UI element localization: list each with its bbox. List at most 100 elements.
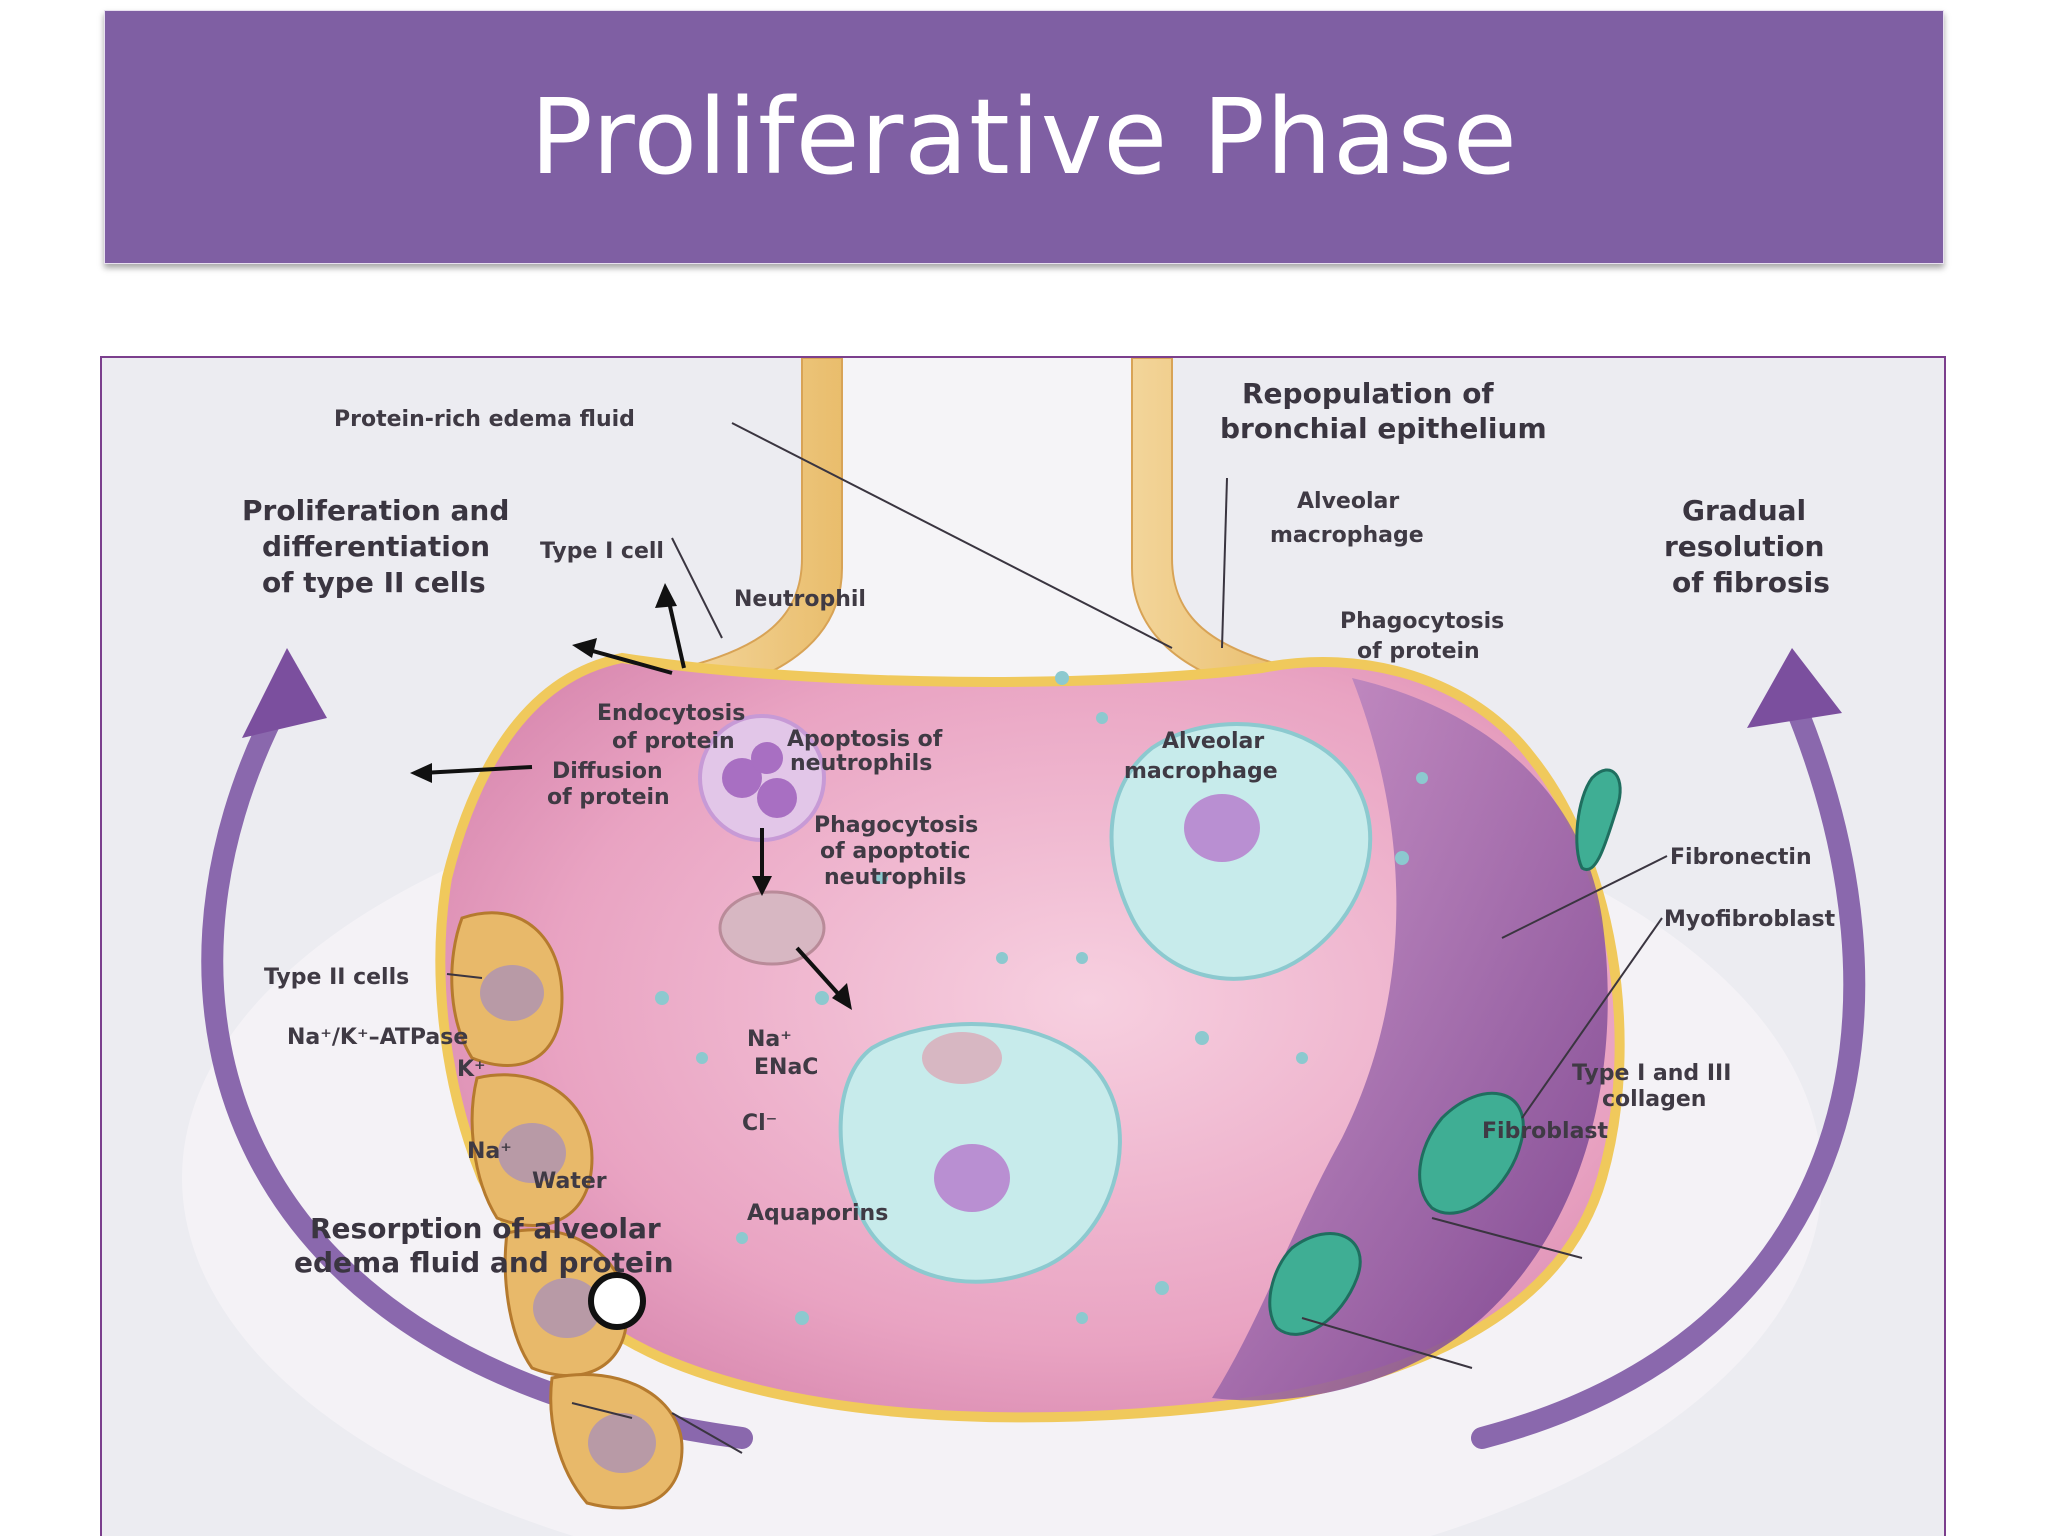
label-diffusion-1: Diffusion [552, 759, 663, 784]
label-type1-cell: Type I cell [540, 539, 664, 564]
macrophage-nucleus [1184, 794, 1260, 862]
protein-particles [655, 671, 1428, 1325]
label-gradual-3: of fibrosis [1672, 566, 1830, 599]
label-repopulation-2: bronchial epithelium [1220, 412, 1547, 445]
label-proliferation-2: differentiation [262, 530, 490, 563]
label-na-plus-low: Na⁺ [467, 1139, 512, 1164]
label-na-plus: Na⁺ [747, 1027, 792, 1052]
right-cycle-arrow-shaft [1471, 687, 1866, 1449]
label-proliferation-3: of type II cells [262, 566, 486, 599]
label-diffusion-2: of protein [547, 785, 670, 810]
label-proliferation-1: Proliferation and [242, 494, 509, 527]
macrophage-nucleus [934, 1144, 1010, 1212]
neutrophil-nucleus-lobe [751, 742, 783, 774]
protein-dot [1155, 1281, 1169, 1295]
protein-dot [996, 952, 1008, 964]
leader-fibronectin [1501, 855, 1668, 939]
fibroblast-cell [1268, 1232, 1362, 1336]
label-apoptosis-2: neutrophils [790, 751, 932, 776]
label-apoptosis-1: Apoptosis of [787, 727, 943, 752]
endocytosis-arrowhead-2 [655, 583, 677, 608]
label-type1-3-collagen-2: collagen [1602, 1087, 1706, 1112]
label-repopulation-1: Repopulation of [1242, 377, 1494, 410]
endocytosis-arrow [581, 646, 673, 675]
protein-dot [655, 991, 669, 1005]
label-na-k-atpase: Na⁺/K⁺–ATPase [287, 1025, 468, 1050]
right-cycle-arrowhead [1747, 648, 1842, 728]
diffusion-arrowhead [410, 763, 432, 783]
phagocytosis-arrowhead [832, 983, 852, 1010]
label-fibroblast: Fibroblast [1482, 1119, 1609, 1144]
title-banner: Proliferative Phase [104, 10, 1944, 264]
leader-water [571, 1402, 633, 1419]
label-endocytosis-1: Endocytosis [597, 701, 745, 726]
diffusion-arrow [421, 765, 533, 775]
label-alveolar-macrophage-top-2: macrophage [1270, 523, 1424, 548]
label-gradual-1: Gradual [1682, 494, 1806, 527]
label-phago-apoptotic-3: neutrophils [824, 865, 966, 890]
type-ii-cells [450, 911, 684, 1510]
neutrophil-nucleus-lobe [722, 758, 762, 798]
label-protein-rich-edema: Protein-rich edema fluid [334, 407, 635, 432]
label-phago-protein-2: of protein [1357, 639, 1480, 664]
leader-fibroblast [1301, 1317, 1473, 1369]
protein-dot [876, 872, 888, 884]
apoptosis-arrowhead [752, 876, 772, 896]
left-cycle-arrow-shaft [201, 687, 753, 1449]
protein-dot [1076, 1312, 1088, 1324]
label-fibronectin: Fibronectin [1670, 845, 1812, 870]
label-resorption-2: edema fluid and protein [294, 1246, 674, 1279]
neutrophil-nucleus-lobe [757, 778, 797, 818]
cell-nucleus [480, 965, 544, 1021]
leader-type1-cell [671, 537, 723, 639]
protein-dot [736, 1232, 748, 1244]
apoptotic-neutrophil [718, 890, 826, 966]
protein-dot [1296, 1052, 1308, 1064]
label-type1-3-collagen-1: Type I and III [1572, 1061, 1731, 1086]
left-cycle-arrowhead [242, 648, 327, 738]
label-phago-apoptotic-1: Phagocytosis [814, 813, 978, 838]
protein-dot [1395, 851, 1409, 865]
label-neutrophil: Neutrophil [734, 587, 866, 612]
label-cl-minus: Cl⁻ [742, 1111, 777, 1136]
label-myofibroblast: Myofibroblast [1664, 907, 1836, 932]
endocytosis-arrowhead [572, 638, 597, 658]
leader-type2-cells [446, 973, 483, 979]
leader-edema-fluid [731, 422, 1173, 649]
cell-nucleus [588, 1413, 656, 1473]
label-alveolar-macrophage-mid-2: macrophage [1124, 759, 1278, 784]
protein-dot [1096, 712, 1108, 724]
protein-dot [696, 1052, 708, 1064]
leader-alveolar-macrophage-top [1221, 477, 1228, 649]
label-water: Water [532, 1169, 607, 1194]
na-k-atpase-pump [588, 1272, 646, 1330]
label-alveolar-macrophage-top-1: Alveolar [1297, 489, 1399, 514]
label-aquaporins: Aquaporins [747, 1201, 888, 1226]
protein-dot [795, 1311, 809, 1325]
phagocytosis-arrow [795, 946, 844, 1000]
label-gradual-2: resolution [1664, 530, 1824, 563]
label-phago-apoptotic-2: of apoptotic [820, 839, 971, 864]
fibrotic-interstitium [1212, 678, 1608, 1401]
protein-dot [1076, 952, 1088, 964]
leader-myofibroblast [1521, 917, 1663, 1119]
label-k-plus: K⁺ [457, 1057, 486, 1082]
protein-dot [1055, 671, 1069, 685]
label-endocytosis-2: of protein [612, 729, 735, 754]
slide-title: Proliferative Phase [530, 76, 1518, 198]
interstitial-fibroblast [1575, 768, 1622, 872]
leader-collagen [1431, 1217, 1583, 1259]
protein-dot [1416, 772, 1428, 784]
label-type2-cells: Type II cells [264, 965, 409, 990]
label-enac: ENaC [754, 1055, 818, 1080]
label-phago-protein-1: Phagocytosis [1340, 609, 1504, 634]
cell-nucleus [498, 1123, 566, 1183]
cell-nucleus [533, 1278, 601, 1338]
protein-dot [815, 991, 829, 1005]
engulfed-neutrophil [922, 1032, 1002, 1084]
protein-dot [1195, 1031, 1209, 1045]
label-resorption-1: Resorption of alveolar [310, 1212, 661, 1245]
label-alveolar-macrophage-mid-1: Alveolar [1162, 729, 1264, 754]
myofibroblast-cell [1418, 1091, 1525, 1215]
alveolus-diagram: Protein-rich edema fluid Repopulation of… [182, 358, 1866, 1536]
